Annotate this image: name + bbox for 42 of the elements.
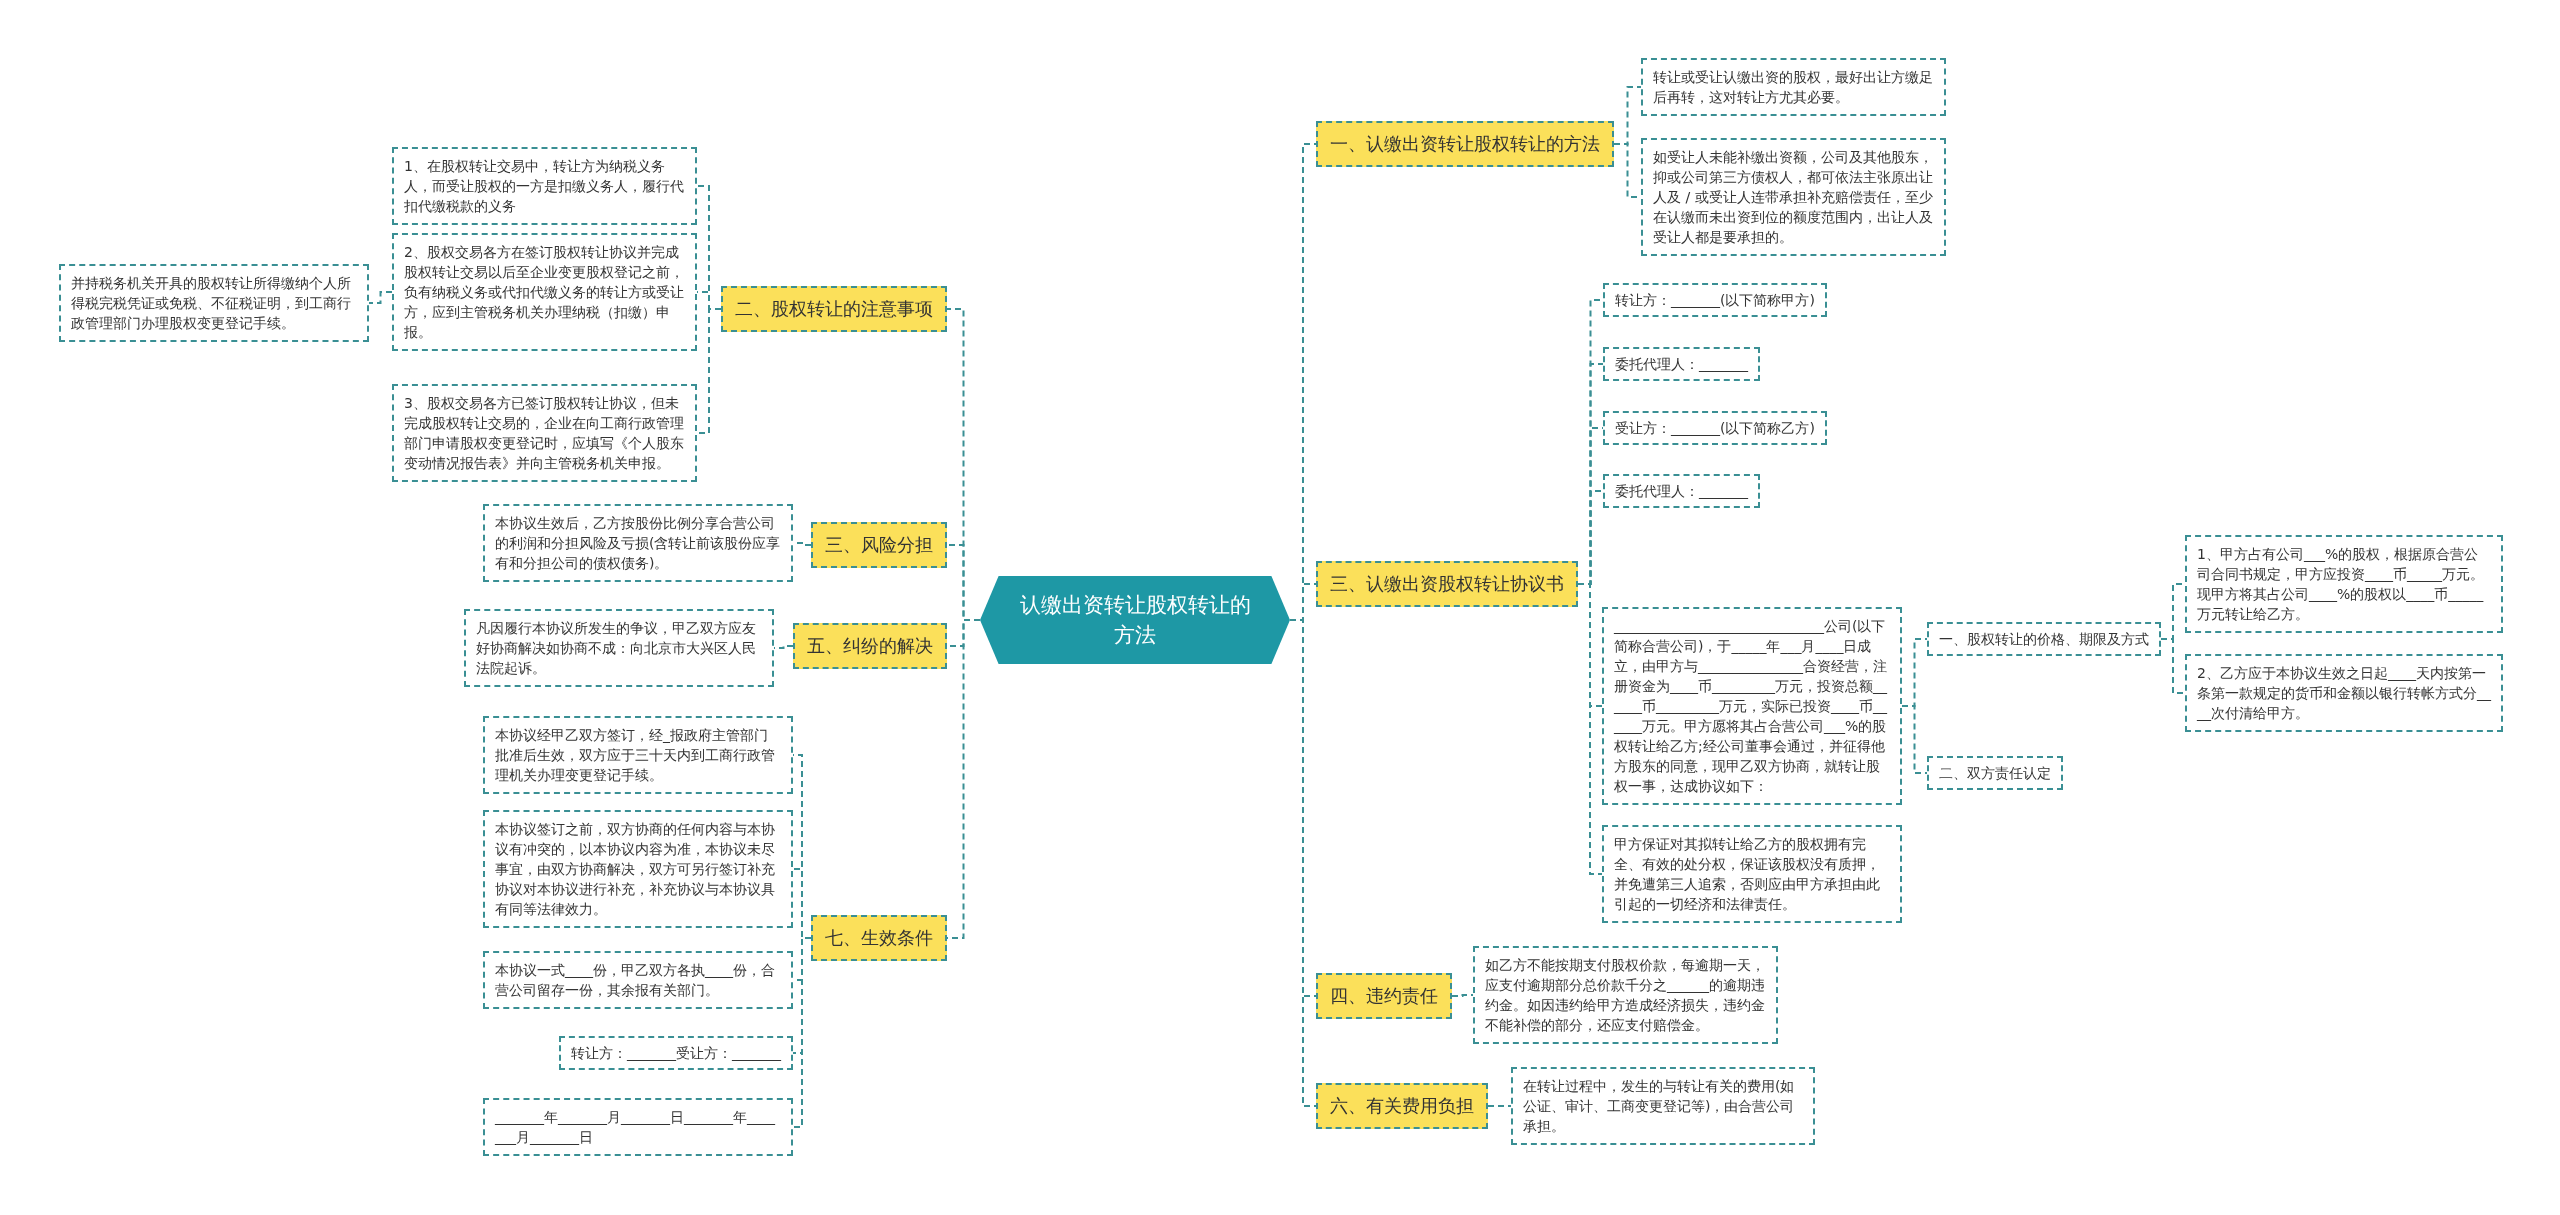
subtopic-box: 转让方：_______受让方：_______ (559, 1036, 793, 1070)
connector-line (1901, 705, 1928, 774)
topic-box: 一、认缴出资转让股权转让的方法 (1316, 121, 1614, 167)
connector-line (1577, 583, 1603, 875)
note-box: 本协议生效后，乙方按股份比例分享合营公司的利润和分担风险及亏损(含转让前该股份应享有和分担公司的债权债务)。 (483, 504, 793, 582)
subtopic-box: 委托代理人：_______ (1603, 474, 1760, 508)
subtopic-box: 二、双方责任认定 (1927, 756, 2063, 790)
topic-box: 七、生效条件 (811, 915, 947, 961)
topic-box: 三、认缴出资股权转让协议书 (1316, 561, 1578, 607)
note-box: 本协议一式____份，甲乙双方各执____份，合营公司留存一份，其余报有关部门。 (483, 951, 793, 1009)
connector-line (696, 308, 722, 434)
subtopic-box: 委托代理人：_______ (1603, 347, 1760, 381)
note-box: 如乙方不能按期支付股权价款，每逾期一天，应支付逾期部分总价款千分之______的逾期违约金。如因违约给甲方造成经济损失，违约金不能补偿的部分，还应支付赔偿金。 (1473, 946, 1778, 1044)
connector-line (1487, 1105, 1512, 1107)
connector-line (1451, 994, 1474, 997)
topic-box: 三、风险分担 (811, 522, 947, 568)
note-box: 1、在股权转让交易中，转让方为纳税义务人，而受让股权的一方是扣缴义务人，履行代扣代缴税款的义务 (392, 147, 697, 225)
note-box: 如受让人未能补缴出资额，公司及其他股东，抑或公司第三方债权人，都可依法主张原出让人及 / 或受让人连带承担补充赔偿责任，至少在认缴而未出资到位的额度范围内，出让人及受让人都是要承担的。 (1641, 138, 1946, 256)
note-box: 1、甲方占有公司___%的股权，根据原合营公司合同书规定，甲方应投资____币_____万元。现甲方将其占公司____%的股权以____币_____万元转让给乙方。 (2185, 535, 2503, 633)
note-box: 2、股权交易各方在签订股权转让协议并完成股权转让交易以后至企业变更股权登记之前，负有纳税义务或代扣代缴义务的转让方或受让方，应到主管税务机关办理纳税（扣缴）申报。 (392, 233, 697, 351)
subtopic-box: 转让方：_______(以下简称甲方) (1603, 283, 1827, 317)
note-box: 并持税务机关开具的股权转让所得缴纳个人所得税完税凭证或免税、不征税证明，到工商行政管理部门办理股权变更登记手续。 (59, 264, 369, 342)
topic-box: 六、有关费用负担 (1316, 1083, 1488, 1129)
note-box: 2、乙方应于本协议生效之日起____天内按第一条第一款规定的货币和金额以银行转帐方式分____次付清给甲方。 (2185, 654, 2503, 732)
topic-box: 二、股权转让的注意事项 (721, 286, 947, 332)
connector-line (792, 937, 812, 1128)
topic-box: 五、纠纷的解决 (793, 623, 947, 669)
topic-box: 四、违约责任 (1316, 973, 1452, 1019)
connector-line (368, 291, 393, 304)
note-box: 甲方保证对其拟转让给乙方的股权拥有完全、有效的处分权，保证该股权没有质押，并免遭第三人追索，否则应由甲方承担由此引起的一切经济和法律责任。 (1602, 825, 1902, 923)
note-box: ______________________________公司(以下简称合营公司)，于_____年___月____日成立，由甲方与_______________合资经营，注册资金为____币_________万元，投资总额______币_________万元，实际已投资____币______万元。甲方愿将其占合营公司___%的股权转让给乙方;经公司董事会通过，并征得他方股东的同意，现甲乙双方协商，就转让股权一事，达成协议如下： (1602, 607, 1902, 805)
note-box: 凡因履行本协议所发生的争议，甲乙双方应友好协商解决如协商不成：向北京市大兴区人民法院起诉。 (464, 609, 774, 687)
note-box: 3、股权交易各方已签订股权转让协议，但未完成股权转让交易的，企业在向工商行政管理部门申请股权变更登记时，应填写《个人股东变动情况报告表》并向主管税务机关申报。 (392, 384, 697, 482)
note-box: 本协议签订之前，双方协商的任何内容与本协议有冲突的，以本协议内容为准，本协议未尽事宜，由双方协商解决，双方可另行签订补充协议对本协议进行补充，补充协议与本协议具有同等法律效力。 (483, 810, 793, 928)
note-box: 本协议经甲乙双方签订，经_报政府主管部门批准后生效，双方应于三十天内到工商行政管理机关办理变更登记手续。 (483, 716, 793, 794)
note-box: 转让或受让认缴出资的股权，最好出让方缴足后再转，这对转让方尤其必要。 (1641, 58, 1946, 116)
subtopic-box: 受让方：_______(以下简称乙方) (1603, 411, 1827, 445)
connector-line (2160, 638, 2186, 694)
note-box: _______年_______月_______日_______年_______月_______日 (483, 1098, 793, 1156)
central-topic: 认缴出资转让股权转让的方法 (980, 576, 1290, 664)
note-box: 在转让过程中，发生的与转让有关的费用(如公证、审计、工商变更登记等)，由合营公司承担。 (1511, 1067, 1815, 1145)
subtopic-box: 一、股权转让的价格、期限及方式 (1927, 622, 2161, 656)
